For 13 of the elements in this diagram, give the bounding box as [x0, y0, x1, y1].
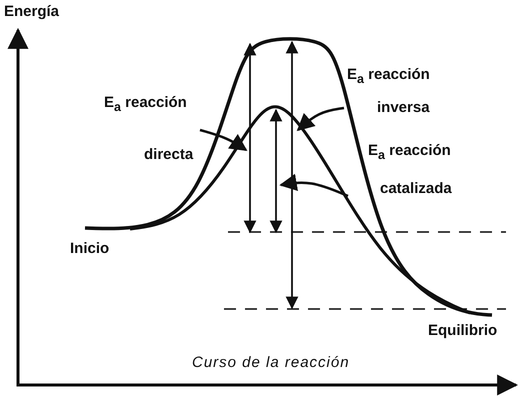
state-label: Inicio: [70, 240, 110, 258]
callout-label: directa: [144, 146, 194, 164]
leader-arrow: [200, 128, 248, 152]
axis-label: Curso de la reacción: [192, 354, 350, 372]
state-label: Equilibrio: [428, 322, 498, 340]
callout-label: catalizada: [380, 180, 452, 198]
callout-label: inversa: [377, 99, 430, 117]
leader-arrow: [279, 174, 348, 198]
callout-label: E$_{a}$ reacción: [368, 142, 451, 164]
callout-label: E$_{a}$ reacción: [104, 94, 187, 116]
axis-label: Energía: [4, 3, 60, 21]
callout-label: E$_{a}$ reacción: [347, 66, 430, 88]
leader-arrow: [296, 106, 344, 132]
